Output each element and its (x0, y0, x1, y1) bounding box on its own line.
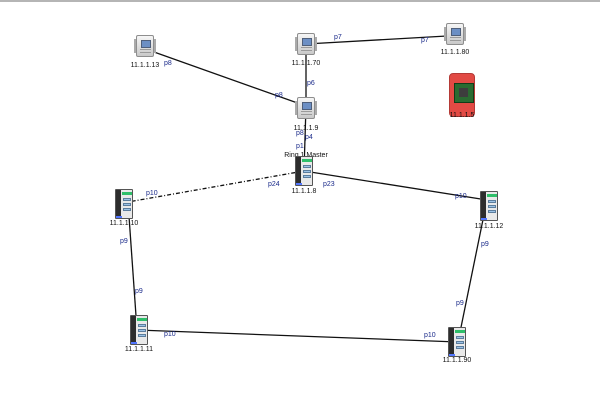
device-d180[interactable] (444, 23, 466, 45)
device-d11[interactable] (130, 315, 148, 345)
port-label: p10 (424, 332, 436, 339)
port-label: p10 (146, 190, 158, 197)
device-label: 11.1.1.80 (440, 49, 470, 56)
port-label: p9 (120, 238, 128, 245)
link-d13-d9[interactable] (153, 51, 307, 107)
device-d12[interactable] (480, 191, 498, 221)
device-d10[interactable] (115, 189, 133, 219)
port-label: p7 (334, 34, 342, 41)
port-label: p8 (275, 92, 283, 99)
device-label: 11.1.1.90 (442, 357, 472, 364)
device-label: 11.1.1.12 (474, 223, 504, 230)
device-label: 11.1.1.8 (291, 188, 317, 195)
device-label: 11.1.1.13 (130, 62, 160, 69)
device-d90[interactable] (448, 327, 466, 357)
port-label: p6 (307, 80, 315, 87)
link-d10-d11[interactable] (127, 201, 138, 331)
port-label: p8 (164, 60, 172, 67)
device-label: 11.1.1.70 (291, 60, 321, 67)
link-d8-d12[interactable] (303, 170, 488, 201)
device-d9[interactable] (295, 97, 317, 119)
port-label: p10 (455, 193, 467, 200)
port-label: p24 (268, 181, 280, 188)
port-label: p4 (305, 134, 313, 141)
port-label: p23 (323, 181, 335, 188)
device-d170[interactable] (295, 33, 317, 55)
link-d12-d90[interactable] (457, 199, 488, 343)
device-label: 11.1.1.10 (109, 220, 139, 227)
ring-title: Ring 1 Master (284, 152, 328, 159)
link-d170-d180[interactable] (305, 35, 448, 45)
port-label: p1 (296, 143, 304, 150)
port-label: p9 (135, 288, 143, 295)
port-label: p7 (421, 37, 429, 44)
device-d5[interactable] (449, 73, 475, 117)
port-label: p9 (481, 241, 489, 248)
link-d11-d90[interactable] (136, 329, 459, 343)
device-d8[interactable] (295, 156, 313, 186)
port-label: p10 (164, 331, 176, 338)
device-d13[interactable] (134, 35, 156, 57)
link-d8-d10[interactable] (127, 170, 305, 203)
port-label: p9 (456, 300, 464, 307)
window-top-border (0, 0, 600, 2)
device-label: 11.1.1.9 (293, 125, 319, 132)
port-label: p8 (296, 130, 304, 137)
device-label: 11.1.1.11 (124, 346, 154, 353)
device-label: 11.1.1.5 (449, 112, 475, 119)
